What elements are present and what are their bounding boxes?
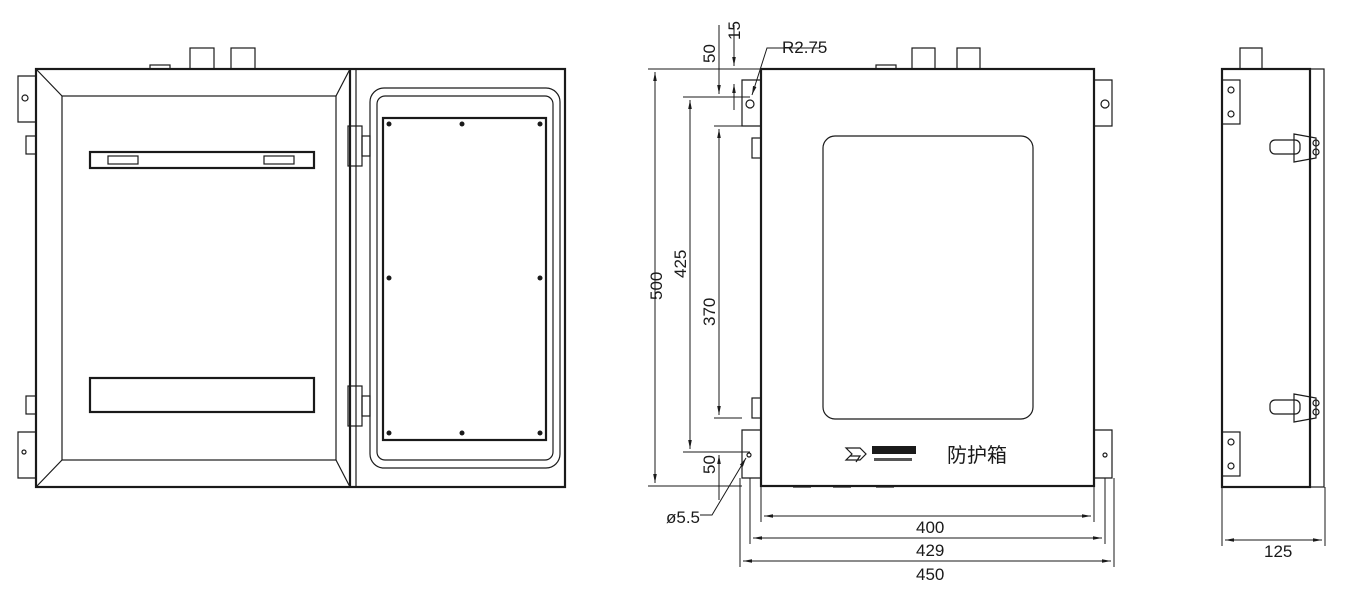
dim-400: 400 [916, 518, 944, 537]
breaker-panel [88, 376, 316, 414]
din-rail [88, 150, 316, 170]
front-view: 防护箱 500 425 370 50 15 50 R2.75 ø5.5 400 … [647, 21, 1115, 584]
open-view [17, 47, 567, 489]
dim-425: 425 [671, 250, 690, 278]
dim-370: 370 [700, 298, 719, 326]
dim-15: 15 [725, 21, 744, 40]
cable-gland [189, 47, 215, 70]
dim-125: 125 [1264, 542, 1292, 561]
dim-r275: R2.75 [782, 38, 827, 57]
brand-logo [844, 446, 916, 463]
dim-500: 500 [647, 272, 666, 300]
product-label: 防护箱 [947, 443, 1007, 467]
cable-gland [956, 47, 981, 70]
cable-gland [230, 47, 256, 70]
dim-50-top: 50 [700, 44, 719, 63]
cable-gland [911, 47, 936, 70]
dim-50-bottom: 50 [700, 455, 719, 474]
dim-hole: ø5.5 [666, 508, 700, 527]
side-view: 125 [1220, 47, 1326, 561]
dim-450: 450 [916, 565, 944, 584]
dim-429: 429 [916, 541, 944, 560]
latch [1269, 393, 1320, 423]
viewing-window [822, 135, 1034, 420]
latch [1269, 133, 1320, 163]
